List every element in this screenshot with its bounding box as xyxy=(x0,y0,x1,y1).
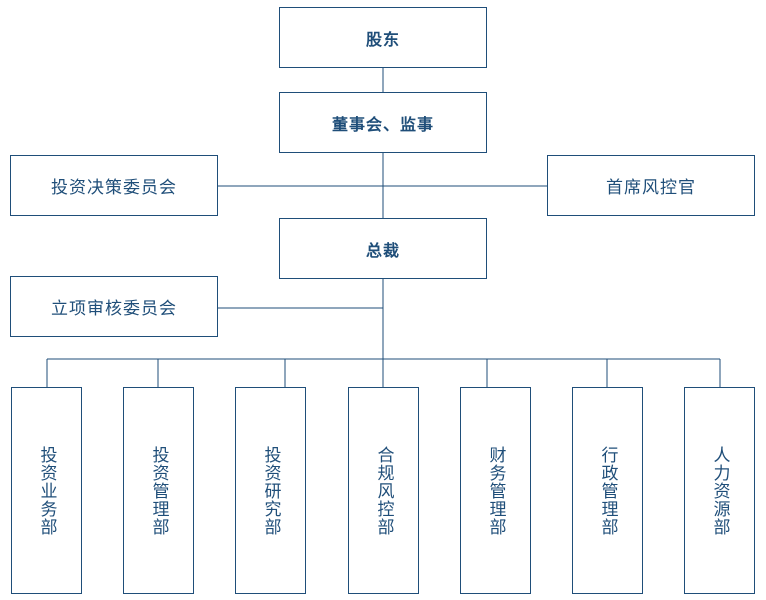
investment-committee-box: 投资决策委员会 xyxy=(10,155,218,216)
department-box-administration: 行政管理部 xyxy=(572,387,643,594)
department-box-finance: 财务管理部 xyxy=(460,387,531,594)
department-label: 财务管理部 xyxy=(485,445,506,536)
shareholders-box: 股东 xyxy=(279,7,487,68)
department-box-investment-research: 投资研究部 xyxy=(235,387,306,594)
president-label: 总裁 xyxy=(365,240,400,260)
department-box-investment-management: 投资管理部 xyxy=(123,387,194,594)
board-label: 董事会、监事 xyxy=(331,114,434,134)
president-box: 总裁 xyxy=(279,218,487,279)
board-box: 董事会、监事 xyxy=(279,92,487,153)
department-label: 投资业务部 xyxy=(36,445,57,536)
project-committee-box: 立项审核委员会 xyxy=(10,276,218,337)
department-label: 合规风控部 xyxy=(373,445,394,536)
department-label: 人力资源部 xyxy=(709,445,730,536)
shareholders-label: 股东 xyxy=(365,29,400,49)
department-label: 投资研究部 xyxy=(260,445,281,536)
department-box-compliance-risk: 合规风控部 xyxy=(348,387,419,594)
chief-risk-officer-box: 首席风控官 xyxy=(547,155,755,216)
investment-committee-label: 投资决策委员会 xyxy=(51,178,177,198)
department-label: 投资管理部 xyxy=(148,445,169,536)
department-box-investment-business: 投资业务部 xyxy=(11,387,82,594)
project-committee-label: 立项审核委员会 xyxy=(51,299,177,319)
department-label: 行政管理部 xyxy=(597,445,618,536)
department-box-human-resources: 人力资源部 xyxy=(684,387,755,594)
chief-risk-officer-label: 首席风控官 xyxy=(606,178,696,198)
